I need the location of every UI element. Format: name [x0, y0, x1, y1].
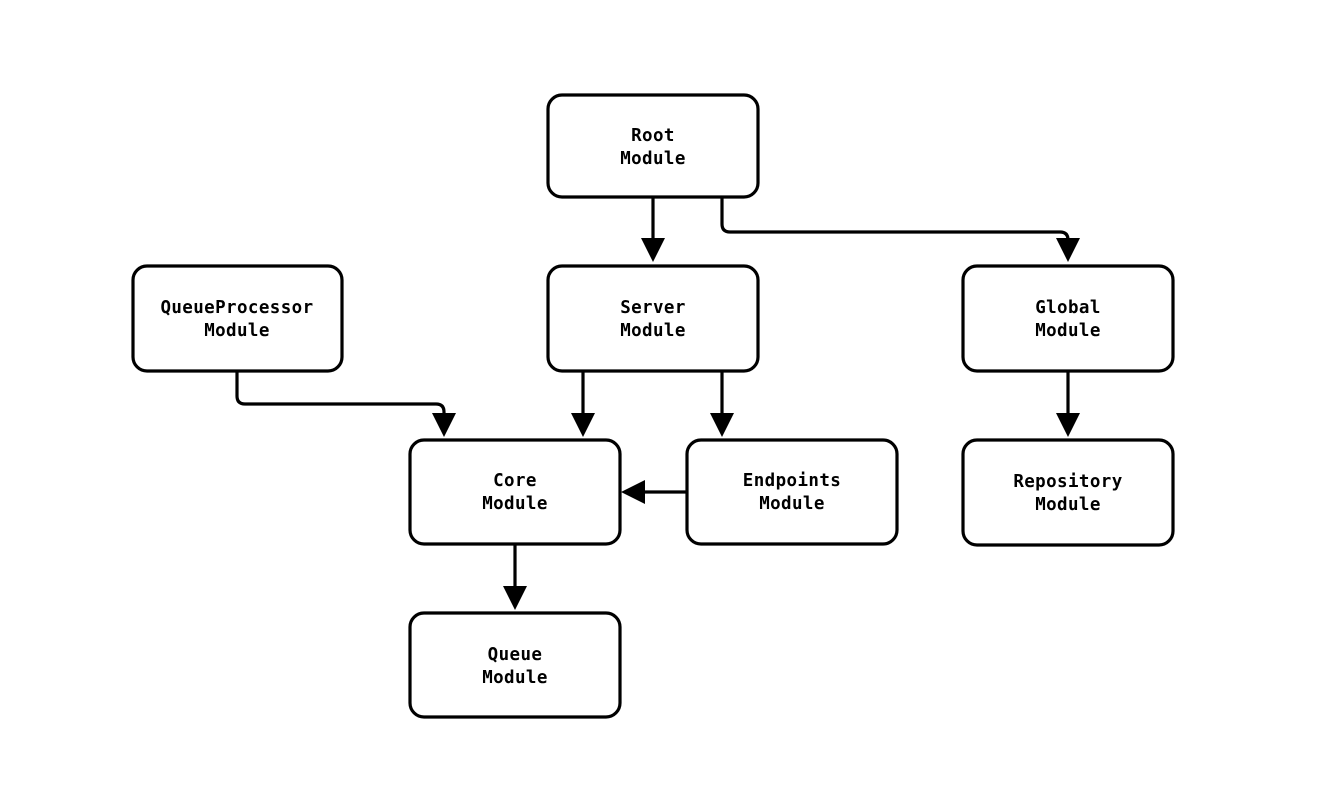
edge-root-to-global-line — [720, 197, 1070, 242]
node-root-module-label-line1: Root — [631, 126, 675, 146]
edge-endpoints-to-core — [621, 480, 687, 504]
node-core-module-label-line1: Core — [493, 471, 537, 491]
node-global-module-label-line2: Module — [1035, 321, 1101, 341]
node-repository-module-label-line1: Repository — [1013, 472, 1122, 492]
edge-root-to-global-arrowhead — [1056, 238, 1080, 262]
node-queueprocessor-module-box[interactable] — [131, 264, 344, 373]
node-global-module-box[interactable] — [961, 264, 1175, 373]
edge-server-to-core-arrowhead — [571, 413, 595, 437]
node-core-module-label-line2: Module — [482, 494, 548, 514]
edge-queueprocessor-to-core-arrowhead — [432, 413, 456, 437]
edge-root-to-server — [641, 197, 665, 262]
edge-root-to-server-arrowhead — [641, 238, 665, 262]
edge-server-to-endpoints-arrowhead — [710, 413, 734, 437]
node-queueprocessor-module-label-line1: QueueProcessor — [160, 298, 313, 318]
node-queueprocessor-module[interactable]: QueueProcessor Module — [131, 264, 344, 373]
node-core-module[interactable]: Core Module — [408, 438, 622, 546]
edge-core-to-queue — [503, 544, 527, 610]
node-core-module-box[interactable] — [408, 438, 622, 546]
node-server-module-box[interactable] — [546, 264, 760, 373]
node-root-module[interactable]: Root Module — [546, 93, 760, 199]
edge-endpoints-to-core-arrowhead — [621, 480, 645, 504]
node-queue-module[interactable]: Queue Module — [408, 611, 622, 719]
edge-core-to-queue-arrowhead — [503, 586, 527, 610]
edge-global-to-repository-arrowhead — [1056, 413, 1080, 437]
edge-queueprocessor-to-core-line — [235, 371, 446, 416]
node-root-module-label-line2: Module — [620, 149, 686, 169]
node-repository-module-box[interactable] — [961, 438, 1175, 547]
node-repository-module-label-line2: Module — [1035, 495, 1101, 515]
node-queue-module-label-line2: Module — [482, 668, 548, 688]
edge-root-to-global — [720, 197, 1080, 262]
edge-global-to-repository — [1056, 371, 1080, 437]
node-endpoints-module-box[interactable] — [685, 438, 899, 546]
node-global-module[interactable]: Global Module — [961, 264, 1175, 373]
node-endpoints-module[interactable]: Endpoints Module — [685, 438, 899, 546]
node-server-module[interactable]: Server Module — [546, 264, 760, 373]
node-global-module-label-line1: Global — [1035, 298, 1101, 318]
edge-server-to-core — [571, 371, 595, 437]
node-server-module-label-line1: Server — [620, 298, 686, 318]
node-endpoints-module-label-line2: Module — [759, 494, 825, 514]
node-queue-module-label-line1: Queue — [488, 645, 543, 665]
node-repository-module[interactable]: Repository Module — [961, 438, 1175, 547]
edge-queueprocessor-to-core — [235, 371, 456, 437]
node-root-module-box[interactable] — [546, 93, 760, 199]
node-queueprocessor-module-label-line2: Module — [204, 321, 270, 341]
node-endpoints-module-label-line1: Endpoints — [743, 471, 841, 491]
node-server-module-label-line2: Module — [620, 321, 686, 341]
node-queue-module-box[interactable] — [408, 611, 622, 719]
edge-server-to-endpoints — [710, 371, 734, 437]
